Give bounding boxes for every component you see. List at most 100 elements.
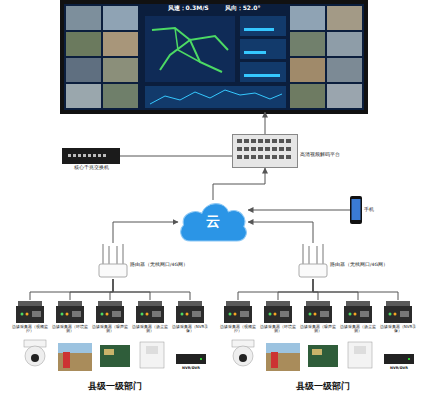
node-label: 边缘采集器（视频监控） [10,325,50,334]
connector [113,222,178,243]
camera-lens [31,354,39,362]
decoder-node: 高清视频解码平台 [232,134,298,168]
node-label: 边缘采集器（视频监控） [218,325,258,334]
chart-panel [145,86,286,108]
connector [248,210,350,211]
phone-body [350,196,362,224]
device-label: NVR/DVR [171,366,211,370]
node-label: 边缘采集器（扬尘监测） [130,325,170,334]
sensor-chip [104,349,114,355]
site-photo-board [63,352,70,368]
video-tile [103,6,138,30]
module-node: 边缘采集器（噪声监测） [94,300,126,324]
connector [30,279,113,300]
node-label: 路由器（无线网口/4G网） [130,263,188,268]
node-label: 高清视频解码平台 [300,153,340,158]
module-node: 边缘采集器（环境监测） [262,300,294,324]
switch-body [62,148,120,164]
module-node: 边缘采集器（视频监控） [222,300,254,324]
dvr-recorder [176,354,206,364]
sensor-board [100,345,130,367]
video-tile [66,84,101,108]
module-body [94,300,126,324]
node-label: 边缘采集器（噪声监测） [90,325,130,334]
video-tile [66,58,101,82]
data-panel [240,16,286,36]
video-tile [327,58,362,82]
camera-dome [25,346,45,366]
node-label: 边缘采集器（扬尘监测） [338,325,378,334]
connector [113,279,190,300]
field-devices [232,340,414,371]
connector [265,112,266,134]
node-label: 边缘采集器（环境监测） [50,325,90,334]
map-route [175,28,200,62]
module-node: 边缘采集器（环境监测） [54,300,86,324]
map-route [160,40,222,72]
connector [213,168,265,200]
module-node: 边缘采集器（NVR录像） [382,300,414,324]
module-body [222,300,254,324]
module-body [262,300,294,324]
department-label: 县级一级部门 [30,380,200,393]
video-tile [327,32,362,56]
module-body [54,300,86,324]
router-node: 路由器（无线网口/4G网） [98,243,128,279]
module-node: 边缘采集器（扬尘监测） [134,300,166,324]
module-body [302,300,334,324]
node-label: 手机 [364,207,374,213]
site-photo [58,343,92,371]
cloud-node: 云 [178,200,248,244]
connector [110,279,113,300]
screen-panel [64,4,364,110]
connector [248,222,313,243]
node-label: 核心千兆交换机 [74,165,109,171]
connector [120,156,232,157]
video-tile [103,58,138,82]
site-photo-sky [58,343,92,353]
department-label: 县级一级部门 [238,380,408,393]
node-label: 边缘采集器（NVR录像） [378,325,418,334]
video-tile [66,32,101,56]
node-label: 边缘采集器（环境监测） [258,325,298,334]
video-tile [327,6,362,30]
video-tile [290,32,325,56]
connector [70,279,113,300]
video-tile [290,84,325,108]
chart-line [150,90,282,104]
node-label: 云 [178,200,248,244]
router-body [298,243,328,279]
dvr-led [200,358,202,360]
video-tile [327,84,362,108]
screen-node: 风速：0.3M/S 风向：52.0° [62,2,366,112]
video-tile [290,6,325,30]
router-body [98,243,128,279]
switch-node: 核心千兆交换机 [62,148,120,164]
connector [313,279,358,300]
video-wall [60,0,368,114]
video-tile [103,32,138,56]
data-panel [240,39,286,59]
phone-node: 手机 [350,196,362,224]
connector [278,279,313,300]
module-body [342,300,374,324]
data-panel [240,62,286,82]
video-tile [103,84,138,108]
module-node: 边缘采集器（NVR录像） [174,300,206,324]
module-node: 边缘采集器（噪声监测） [302,300,334,324]
connector [238,279,313,300]
sensor-box [140,342,164,368]
module-node: 边缘采集器（视频监控） [14,300,46,324]
map-panel [145,16,235,82]
screen-bezel [60,0,368,114]
module-body [134,300,166,324]
node-label: 风速：0.3M/S [168,5,209,112]
data-bar [244,74,280,77]
decoder-body [232,134,298,168]
node-label: 风向：52.0° [225,5,261,112]
router-node: 路由器（无线网口/4G网） [298,243,328,279]
node-label: 路由器（无线网口/4G网） [330,263,388,268]
